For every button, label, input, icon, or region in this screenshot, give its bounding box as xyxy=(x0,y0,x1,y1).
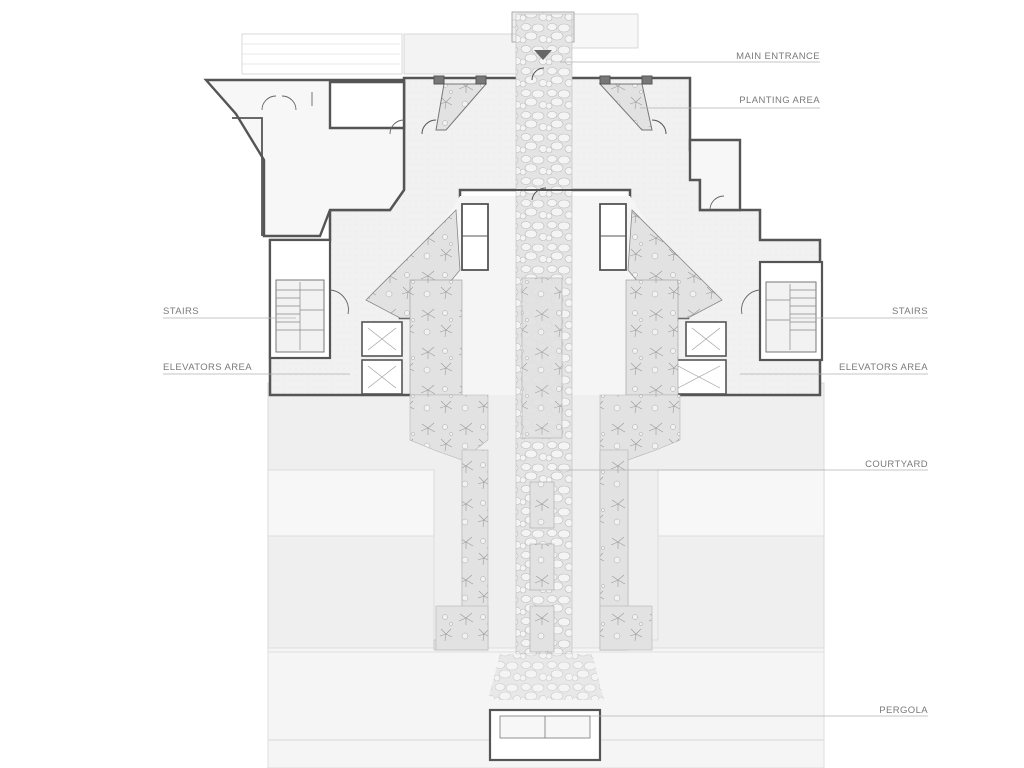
right-core xyxy=(741,260,824,362)
entrance-arrow-icon xyxy=(534,50,552,60)
label-pergola: PERGOLA xyxy=(879,705,928,716)
upper-left-doors xyxy=(261,92,405,135)
benches xyxy=(461,203,627,271)
entrance-door xyxy=(421,67,667,201)
label-stairs-right: STAIRS xyxy=(892,306,928,317)
left-elevators xyxy=(361,321,403,395)
label-planting-area: PLANTING AREA xyxy=(739,95,820,106)
label-elevators-right: ELEVATORS AREA xyxy=(839,362,928,373)
label-main-entrance: MAIN ENTRANCE xyxy=(736,51,820,62)
left-core xyxy=(268,238,349,360)
label-elevators-left: ELEVATORS AREA xyxy=(163,362,252,373)
leader-lines xyxy=(163,61,928,717)
upper-left-rooms xyxy=(203,78,406,238)
pergola xyxy=(488,708,602,762)
planting-beds xyxy=(365,83,723,651)
label-stairs-left: STAIRS xyxy=(163,306,199,317)
upper-right-room xyxy=(688,138,742,212)
right-elevators xyxy=(671,321,727,395)
label-courtyard: COURTYARD xyxy=(865,459,928,470)
entry-canopy xyxy=(241,11,639,75)
pebble-path xyxy=(488,13,604,700)
